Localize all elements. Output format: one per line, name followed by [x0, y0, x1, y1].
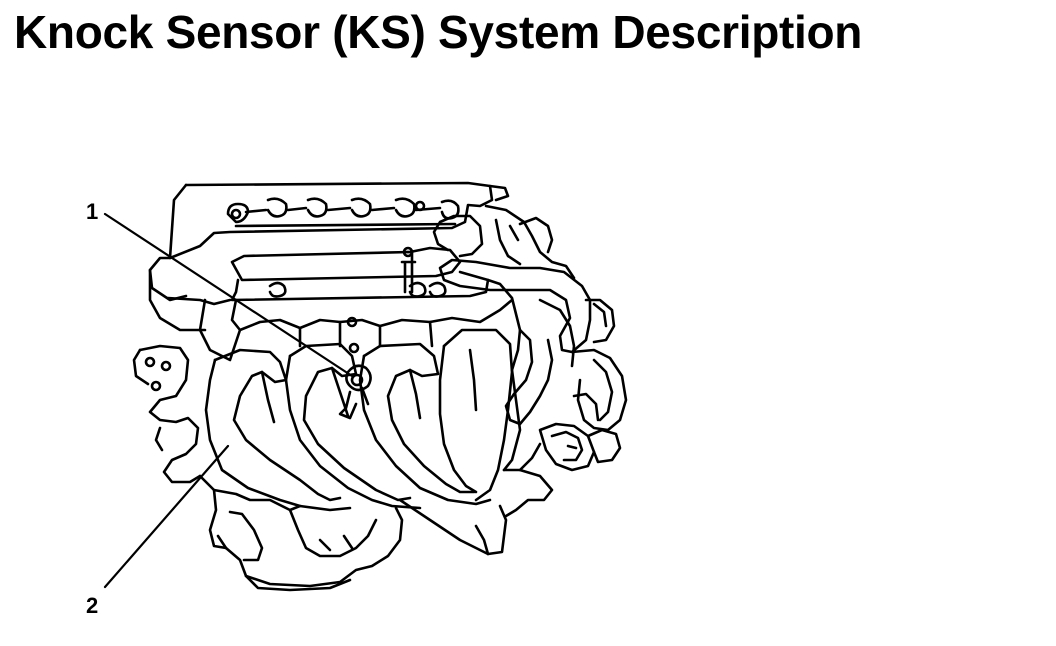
callout-1-leader — [103, 212, 354, 378]
cylinder-head-rail — [230, 246, 490, 302]
knock-sensor — [338, 364, 372, 420]
exhaust-manifold — [204, 328, 514, 556]
page-title: Knock Sensor (KS) System Description — [14, 6, 863, 58]
callout-label-1: 1 — [86, 199, 99, 224]
right-side-accessories — [432, 204, 628, 518]
lower-block — [132, 344, 404, 592]
valve-cover — [148, 181, 510, 332]
callout-2-leader — [103, 444, 230, 589]
callout-label-2: 2 — [86, 593, 99, 618]
